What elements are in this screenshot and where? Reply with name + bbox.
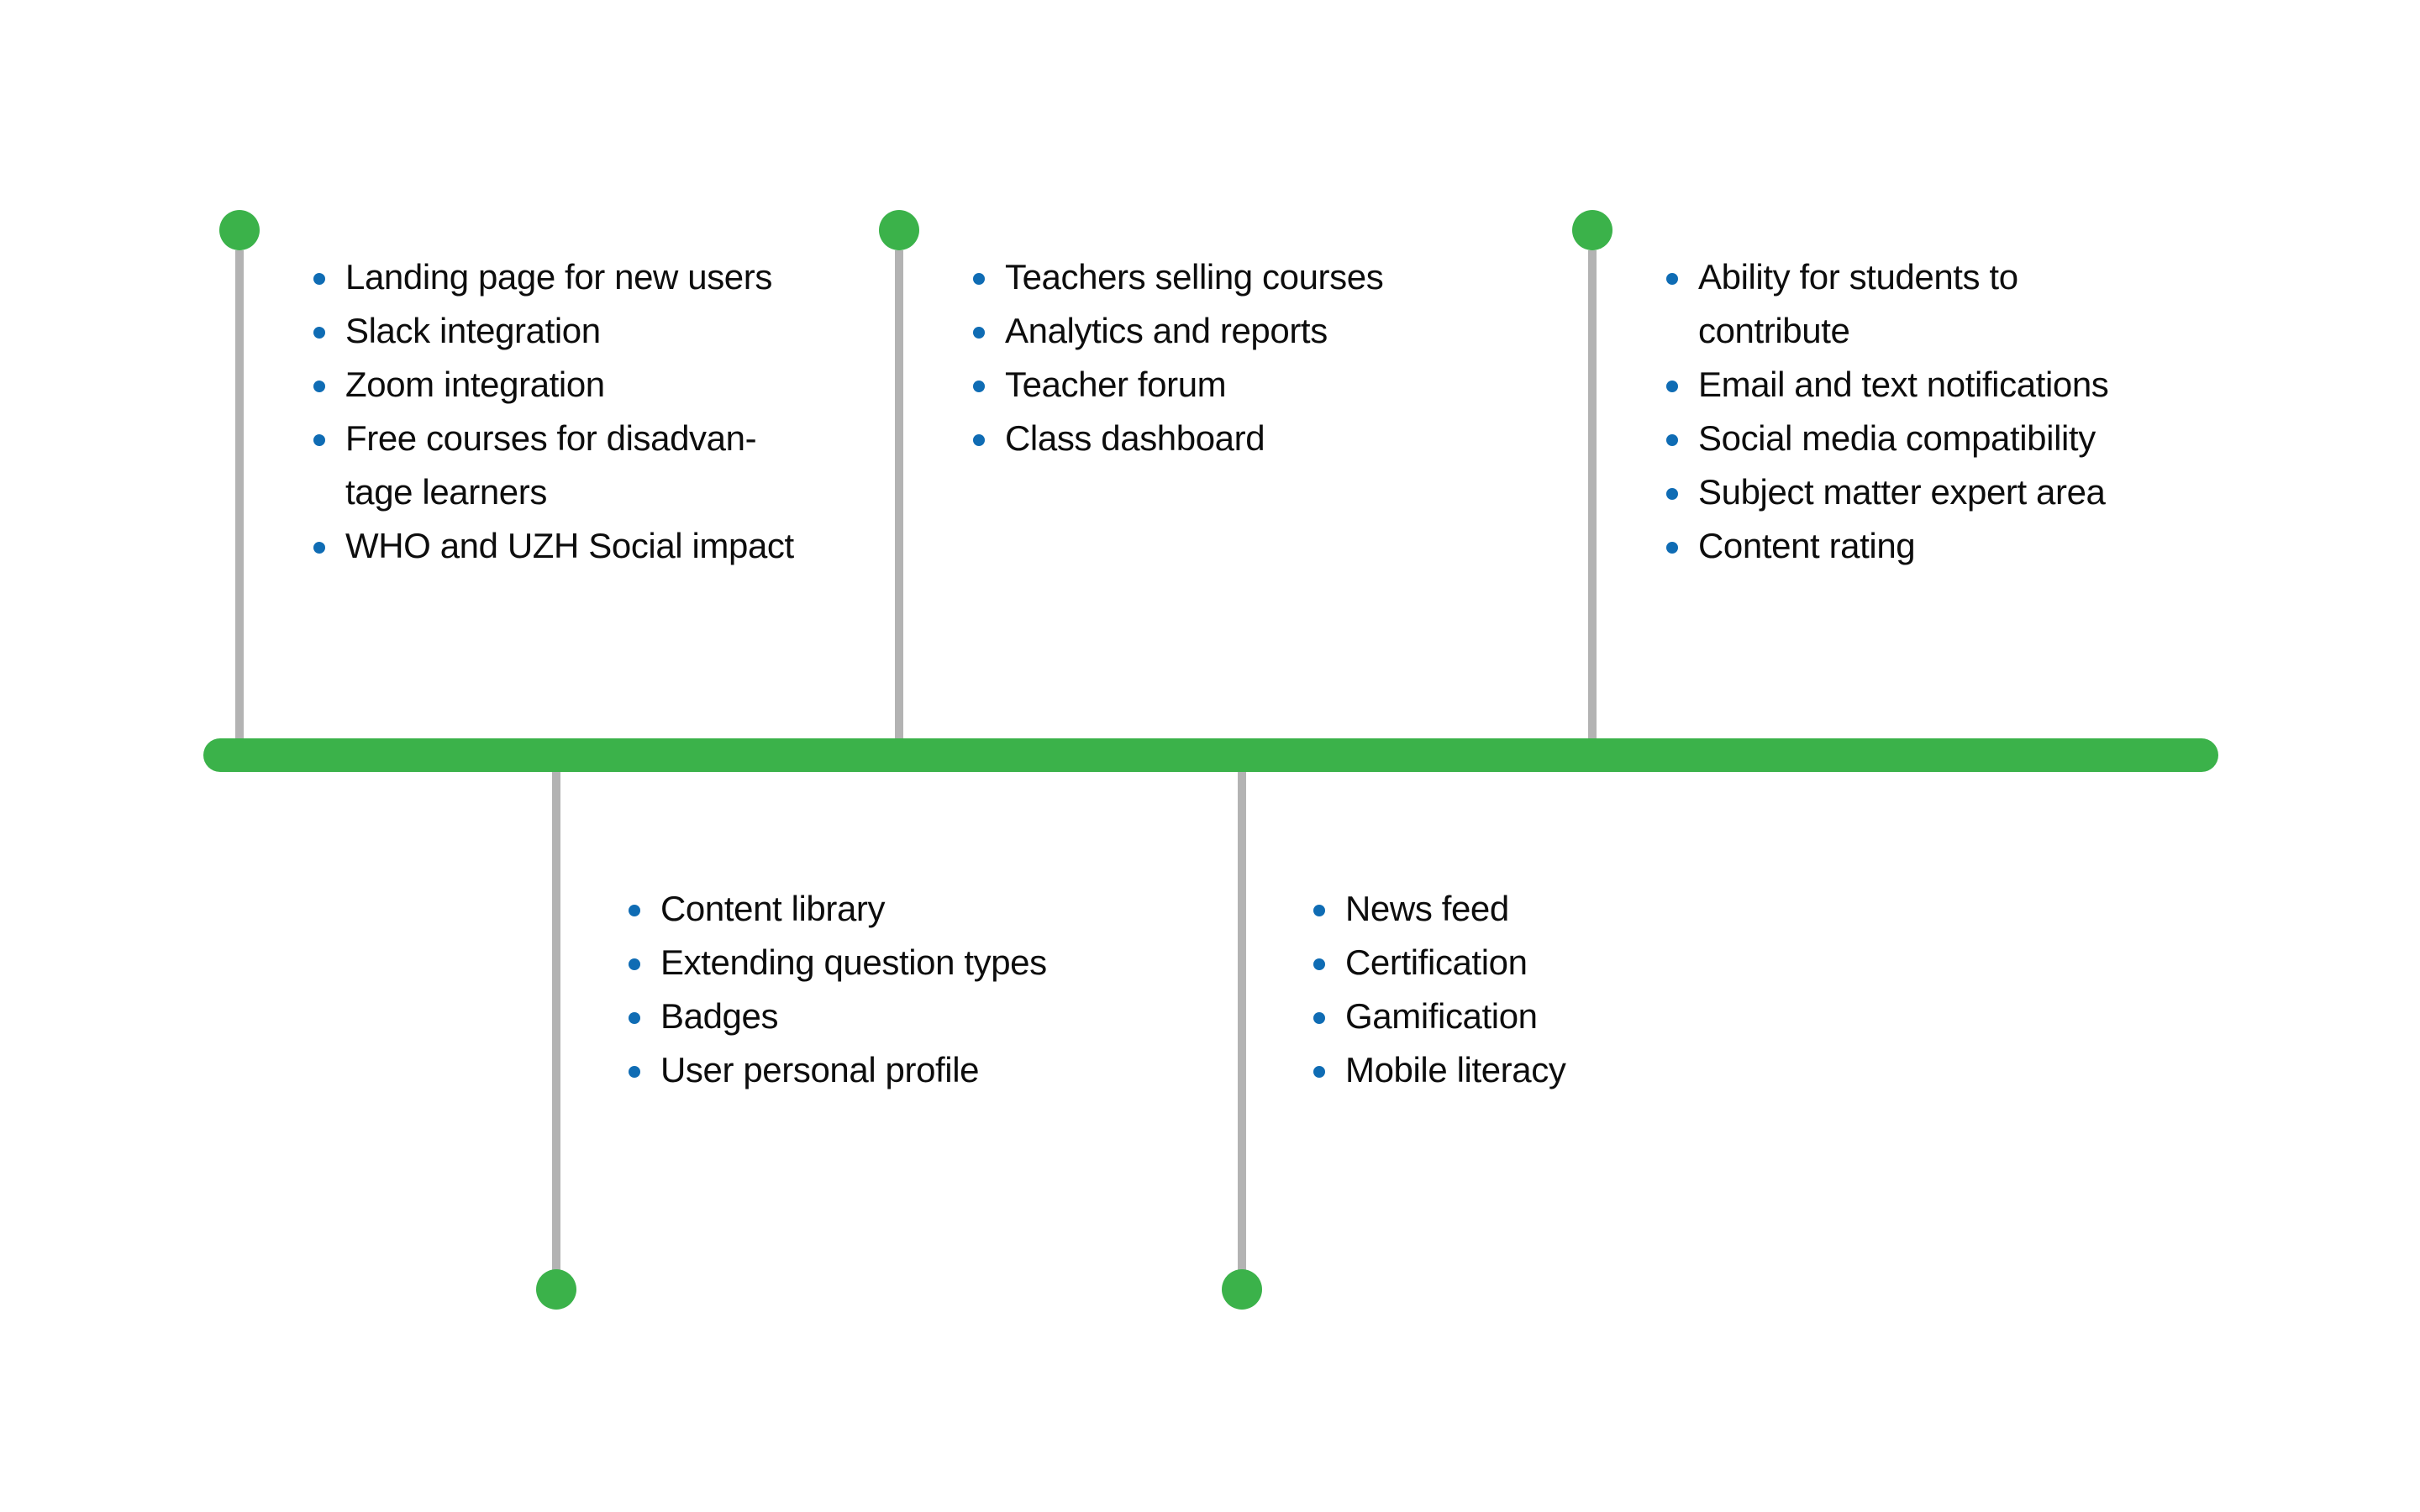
branch-bottom-1-list: Content library Extending question types… <box>613 882 1168 1097</box>
list-item-label: News feed <box>1345 889 1509 928</box>
list-item: WHO and UZH Social impact <box>298 519 819 573</box>
list-item: Slack integration <box>298 304 819 358</box>
bullet-dot-icon <box>1313 1066 1325 1078</box>
bullet-dot-icon <box>1666 381 1678 392</box>
list-item: Gamification <box>1298 990 1819 1043</box>
connector-stem-top-3 <box>1588 250 1597 738</box>
list-item-label: Slack integration <box>345 311 601 350</box>
list-item-label: Gamification <box>1345 996 1538 1036</box>
list-item: Social media compatibility <box>1651 412 2206 465</box>
list-item: Class dashboard <box>958 412 1496 465</box>
connector-stem-top-1 <box>235 250 244 738</box>
list-item-label: Teachers selling courses <box>1005 257 1384 297</box>
list-item-label: Subject matter expert area <box>1698 472 2106 512</box>
milestone-marker-top-3[interactable] <box>1572 210 1612 250</box>
bullet-dot-icon <box>313 381 325 392</box>
list-item-label: Teacher forum <box>1005 365 1227 404</box>
list-item-label: Analytics and reports <box>1005 311 1328 350</box>
list-item-label: Zoom integration <box>345 365 605 404</box>
bullet-dot-icon <box>629 905 640 916</box>
list-item: Content library <box>613 882 1168 936</box>
list-item: Analytics and reports <box>958 304 1496 358</box>
list-item-label: Badges <box>660 996 779 1036</box>
bullet-dot-icon <box>629 1012 640 1024</box>
list-item: Certification <box>1298 936 1819 990</box>
bullet-dot-icon <box>1313 905 1325 916</box>
list-item: Badges <box>613 990 1168 1043</box>
branch-top-1-list: Landing page for new users Slack integra… <box>298 250 819 573</box>
list-item: Teacher forum <box>958 358 1496 412</box>
bullet-dot-icon <box>313 542 325 554</box>
list-item: Subject matter expert area <box>1651 465 2206 519</box>
branch-top-3: Ability for students to contribute Email… <box>1651 250 2206 573</box>
bullet-dot-icon <box>629 958 640 970</box>
bullet-dot-icon <box>313 327 325 339</box>
bullet-dot-icon <box>1666 273 1678 285</box>
list-item: Teachers selling courses <box>958 250 1496 304</box>
branch-top-1: Landing page for new users Slack integra… <box>298 250 819 573</box>
list-item-label: Mobile literacy <box>1345 1050 1566 1089</box>
bullet-dot-icon <box>973 327 985 339</box>
milestone-marker-bottom-1[interactable] <box>536 1269 576 1310</box>
list-item-label: Class dashboard <box>1005 418 1265 458</box>
list-item-label: Extending question types <box>660 942 1047 982</box>
milestone-marker-top-1[interactable] <box>219 210 260 250</box>
milestone-marker-top-2[interactable] <box>879 210 919 250</box>
list-item-label: WHO and UZH Social impact <box>345 526 794 565</box>
list-item-label: Landing page for new users <box>345 257 772 297</box>
branch-top-2: Teachers selling courses Analytics and r… <box>958 250 1496 465</box>
list-item: User personal profile <box>613 1043 1168 1097</box>
branch-bottom-1: Content library Extending question types… <box>613 882 1168 1097</box>
list-item-label: Content library <box>660 889 886 928</box>
bullet-dot-icon <box>1666 434 1678 446</box>
branch-top-3-list: Ability for students to contribute Email… <box>1651 250 2206 573</box>
connector-stem-bottom-1 <box>552 772 560 1273</box>
list-item: News feed <box>1298 882 1819 936</box>
list-item: Extending question types <box>613 936 1168 990</box>
branch-bottom-2: News feed Certification Gamification Mob… <box>1298 882 1819 1097</box>
bullet-dot-icon <box>313 434 325 446</box>
list-item-label: Email and text notifications <box>1698 365 2109 404</box>
bullet-dot-icon <box>973 273 985 285</box>
bullet-dot-icon <box>973 434 985 446</box>
list-item: Content rating <box>1651 519 2206 573</box>
list-item-label: Free courses for disadvan- tage learners <box>345 418 757 512</box>
branch-bottom-2-list: News feed Certification Gamification Mob… <box>1298 882 1819 1097</box>
bullet-dot-icon <box>1666 542 1678 554</box>
bullet-dot-icon <box>1313 1012 1325 1024</box>
milestone-marker-bottom-2[interactable] <box>1222 1269 1262 1310</box>
timeline-bar <box>203 738 2218 772</box>
branch-top-2-list: Teachers selling courses Analytics and r… <box>958 250 1496 465</box>
list-item: Email and text notifications <box>1651 358 2206 412</box>
list-item-label: Content rating <box>1698 526 1916 565</box>
bullet-dot-icon <box>313 273 325 285</box>
bullet-dot-icon <box>629 1066 640 1078</box>
list-item: Ability for students to contribute <box>1651 250 2206 358</box>
list-item: Zoom integration <box>298 358 819 412</box>
connector-stem-bottom-2 <box>1238 772 1246 1273</box>
bullet-dot-icon <box>973 381 985 392</box>
list-item-label: Social media compatibility <box>1698 418 2096 458</box>
bullet-dot-icon <box>1313 958 1325 970</box>
list-item-label: Ability for students to contribute <box>1698 257 2018 350</box>
connector-stem-top-2 <box>895 250 903 738</box>
list-item: Free courses for disadvan- tage learners <box>298 412 819 519</box>
list-item-label: Certification <box>1345 942 1528 982</box>
list-item: Landing page for new users <box>298 250 819 304</box>
list-item: Mobile literacy <box>1298 1043 1819 1097</box>
list-item-label: User personal profile <box>660 1050 980 1089</box>
bullet-dot-icon <box>1666 488 1678 500</box>
